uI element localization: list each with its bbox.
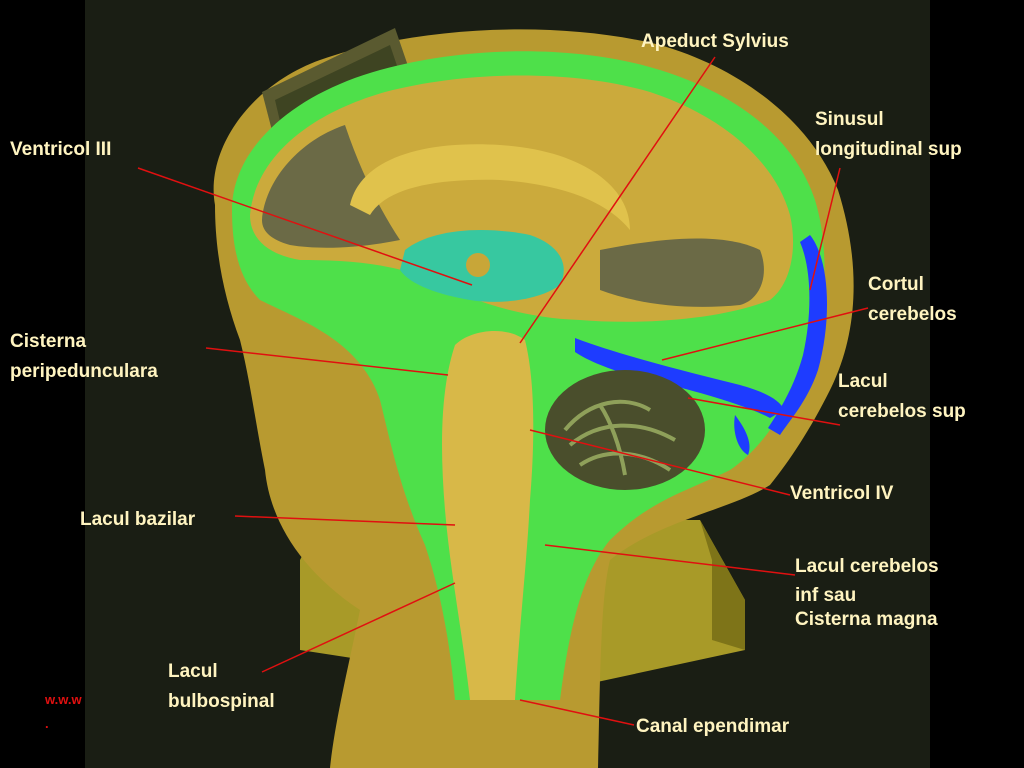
leader-cortul xyxy=(661,307,869,361)
leader-lacul-cer-sup xyxy=(687,397,841,426)
superior-sagittal-sinus xyxy=(768,235,828,435)
label-line: Lacul cerebelos xyxy=(795,556,939,577)
label-ventricol-iii: Ventricol III xyxy=(10,135,111,165)
label-line: Ventricol III xyxy=(10,139,112,160)
leader-lacul-cer-inf xyxy=(544,544,796,576)
label-line: Canal ependimar xyxy=(636,716,790,737)
confluence-blue xyxy=(734,415,750,455)
leader-canal xyxy=(519,699,635,726)
gyri-region-right xyxy=(600,238,764,307)
leader-lacul-bulbo xyxy=(261,582,456,673)
leader-apeduct xyxy=(519,56,716,344)
thalamus-knob xyxy=(466,253,490,277)
leader-ventricol4 xyxy=(529,429,791,496)
label-cisterna-peripedunculara: Cisterna peripedunculara xyxy=(10,327,158,387)
leader-lines xyxy=(137,56,869,726)
gyri-region-left xyxy=(262,125,400,248)
watermark-line: . xyxy=(45,716,49,731)
label-line: inf sau xyxy=(795,585,857,606)
label-lacul-cerebelos-sup: Lacul cerebelos sup xyxy=(838,367,966,427)
label-line: Apeduct Sylvius xyxy=(641,31,789,52)
label-line: Lacul xyxy=(838,371,888,392)
label-sinusul-longitudinal: Sinusul longitudinal sup xyxy=(815,105,962,165)
label-line: cerebelos xyxy=(868,304,957,325)
label-apeduct-sylvius: Apeduct Sylvius xyxy=(641,27,789,57)
label-line: Cisterna magna xyxy=(795,609,938,630)
label-line: Ventricol IV xyxy=(790,483,894,504)
label-line: Lacul bazilar xyxy=(80,509,196,530)
label-line: Cisterna xyxy=(10,331,87,352)
label-canal-ependimar: Canal ependimar xyxy=(636,712,789,742)
base-block-side xyxy=(700,520,745,650)
label-cortul-cerebelos: Cortul cerebelos xyxy=(868,270,957,330)
label-line: longitudinal sup xyxy=(815,139,962,160)
tentorium-cerebelli xyxy=(575,338,784,418)
watermark-line: w.w.w xyxy=(45,692,82,707)
corpus-callosum xyxy=(350,144,630,230)
label-line: peripedunculara xyxy=(10,361,158,382)
brainstem xyxy=(442,330,534,700)
label-line: Cortul xyxy=(868,274,924,295)
watermark-text: w.w.w . xyxy=(45,688,82,736)
label-lacul-bulbospinal: Lacul bulbospinal xyxy=(168,657,275,717)
label-line: bulbospinal xyxy=(168,691,275,712)
leader-sinusul xyxy=(809,167,841,291)
label-lacul-cerebelos-inf: Lacul cerebelos inf sau Cisterna magna xyxy=(795,552,939,630)
label-line: cerebelos sup xyxy=(838,401,966,422)
cerebellar-folia xyxy=(563,399,676,476)
leader-lacul-bazilar xyxy=(234,515,456,526)
label-ventricol-iv: Ventricol IV xyxy=(790,479,893,509)
leader-cisterna-ped xyxy=(205,347,449,376)
label-line: Lacul xyxy=(168,661,218,682)
leader-ventricol3 xyxy=(137,167,473,286)
label-line: Sinusul xyxy=(815,109,884,130)
label-lacul-bazilar: Lacul bazilar xyxy=(80,505,195,535)
